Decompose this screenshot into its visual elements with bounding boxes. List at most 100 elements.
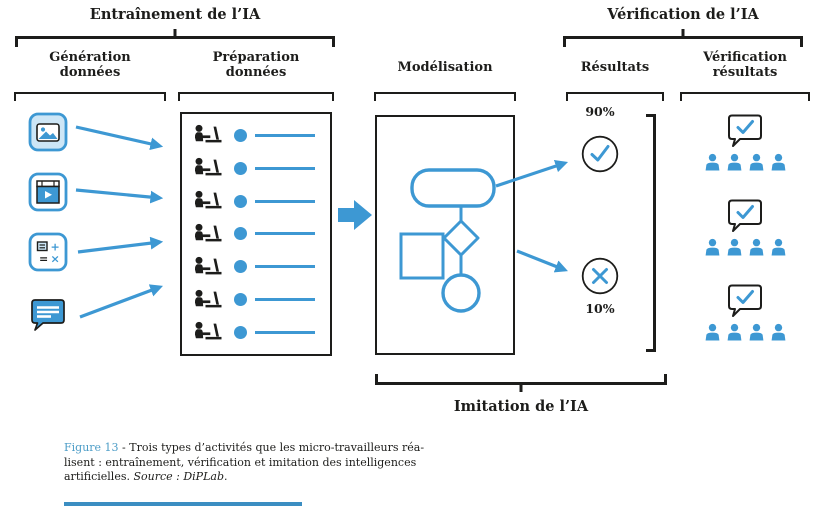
worker-at-laptop-icon — [194, 289, 222, 308]
failure-percentage: 10% — [585, 301, 615, 316]
data-dot — [234, 128, 247, 142]
header-data-preparation: Préparation données — [212, 50, 300, 81]
verification-groups — [682, 113, 808, 341]
brace-tick — [681, 29, 685, 38]
data-preparation-box — [180, 112, 332, 356]
section-rule — [64, 502, 302, 506]
worker-at-laptop-icon — [194, 223, 222, 242]
flow-arrow-large — [338, 200, 372, 230]
person-icon — [771, 238, 785, 256]
video-icon — [28, 172, 68, 216]
imitation-brace — [375, 374, 667, 392]
worker-at-laptop-icon — [194, 191, 222, 209]
verification-group — [682, 198, 808, 256]
person-icon — [771, 153, 785, 171]
results-bracket-top — [566, 92, 664, 101]
chat-icon — [27, 296, 69, 340]
svg-text:×: × — [51, 253, 60, 266]
calculator-icon: + = × — [28, 232, 68, 276]
caption-line-1: Figure 13 - Trois types d’activités que … — [64, 441, 444, 456]
worker-at-laptop-icon — [194, 256, 222, 275]
imitation-brace-label: Imitation de l’IA — [453, 398, 589, 415]
training-brace — [15, 29, 335, 47]
results-closing-bracket — [646, 114, 656, 352]
worker-rows — [182, 114, 330, 354]
data-line — [255, 166, 315, 170]
verification-group — [682, 113, 808, 171]
arrow-video-to-preparation — [75, 188, 164, 204]
worker-row — [192, 157, 320, 179]
person-icon — [727, 153, 741, 171]
data-dot — [234, 161, 247, 175]
people-row — [703, 153, 788, 171]
caption-source: Source : DiPLab. — [133, 470, 228, 484]
modelling-bracket — [374, 92, 516, 101]
worker-row — [192, 190, 320, 212]
worker-row — [192, 124, 320, 146]
header-modelling: Modélisation — [397, 60, 493, 75]
image-icon — [28, 112, 68, 156]
header-results-verification: Vérification résultats — [703, 50, 787, 81]
success-percentage: 90% — [585, 104, 615, 119]
speech-bubble-check-icon — [728, 284, 762, 317]
person-icon — [727, 323, 741, 341]
verification-brace — [563, 29, 803, 47]
flowchart-diagram — [399, 168, 496, 313]
header-results: Résultats — [580, 60, 650, 75]
data-dot — [234, 325, 247, 339]
figure-caption: Figure 13 - Trois types d’activités que … — [64, 441, 444, 485]
worker-row — [192, 256, 320, 278]
modelling-box — [375, 115, 515, 355]
data-dot — [234, 227, 247, 241]
data-line — [255, 199, 315, 203]
arrow-calculator-to-preparation — [77, 236, 164, 254]
verification-brace-label: Vérification de l’IA — [607, 6, 759, 23]
preparation-bracket — [178, 92, 334, 101]
generation-bracket — [14, 92, 166, 101]
data-dot — [234, 260, 247, 274]
people-row — [703, 238, 788, 256]
speech-bubble-check-icon — [728, 114, 762, 147]
training-brace-label: Entraînement de l’IA — [89, 6, 261, 23]
figure-number: Figure 13 — [64, 441, 119, 454]
worker-at-laptop-icon — [194, 125, 222, 143]
worker-at-laptop-icon — [194, 158, 222, 176]
person-icon — [705, 238, 719, 256]
brace-tick — [173, 29, 177, 38]
person-icon — [705, 323, 719, 341]
data-line — [255, 232, 315, 236]
caption-text-3: artificielles. — [64, 470, 134, 484]
person-icon — [749, 153, 763, 171]
verification-bracket — [680, 92, 810, 101]
worker-at-laptop-icon — [194, 322, 222, 340]
worker-row — [192, 223, 320, 245]
header-data-generation: Génération données — [49, 50, 131, 81]
worker-row — [192, 321, 320, 343]
worker-row — [192, 289, 320, 311]
data-line — [255, 265, 315, 269]
caption-line-2: lisent : entraînement, vérification et i… — [64, 455, 417, 469]
svg-text:=: = — [39, 253, 48, 266]
svg-text:+: + — [51, 241, 60, 254]
data-line — [255, 330, 315, 334]
data-line — [255, 133, 315, 137]
success-check-icon — [580, 134, 620, 178]
verification-group — [682, 283, 808, 341]
data-dot — [234, 293, 247, 307]
data-line — [255, 298, 315, 302]
person-icon — [749, 323, 763, 341]
person-icon — [705, 153, 719, 171]
arrow-image-to-preparation — [75, 125, 164, 151]
person-icon — [749, 238, 763, 256]
speech-bubble-check-icon — [728, 199, 762, 232]
arrow-model-to-failure — [516, 249, 568, 273]
data-dot — [234, 194, 247, 208]
caption-line-3: artificielles. Source : DiPLab. — [64, 470, 444, 485]
arrow-chat-to-preparation — [79, 284, 163, 319]
people-row — [703, 323, 788, 341]
brace-tick — [519, 383, 523, 392]
failure-cross-icon — [580, 256, 620, 300]
person-icon — [771, 323, 785, 341]
person-icon — [727, 238, 741, 256]
